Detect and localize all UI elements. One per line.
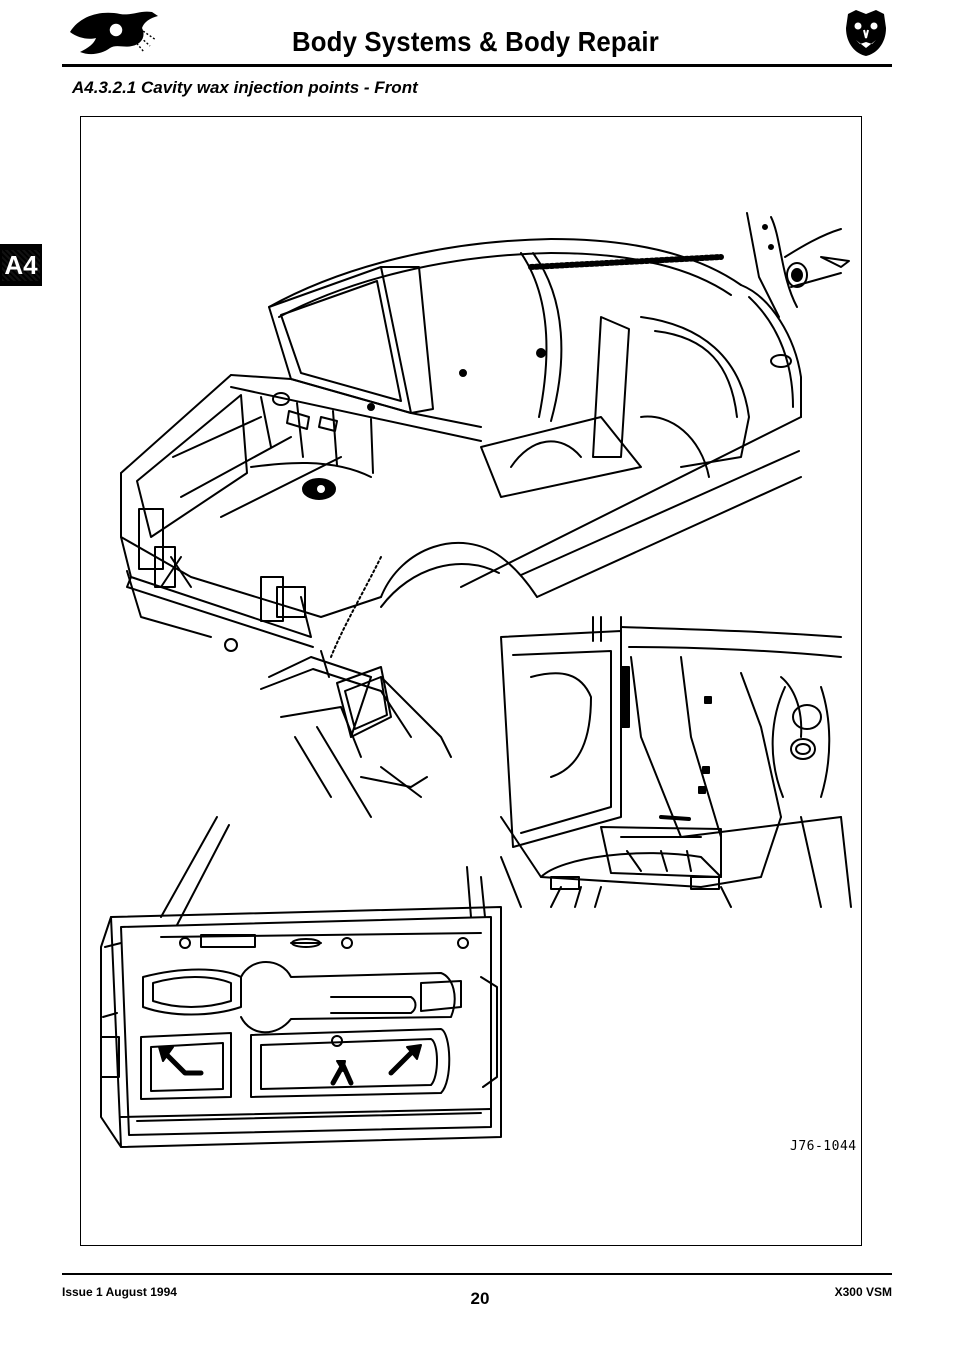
body-shell-view [120,238,802,652]
chapter-tab[interactable]: A4 [0,244,42,286]
footer-rule [62,1273,892,1275]
front-door-view [100,816,502,1148]
header-title: Body Systems & Body Repair [291,26,659,57]
page-number: 20 [470,1289,490,1308]
leaping-jaguar-icon [70,11,158,55]
issue-date: Issue 1 August 1994 [62,1285,177,1299]
header-rule [62,64,892,67]
a-pillar-detail-view [260,556,452,818]
floor-pan-view [500,616,852,908]
figure-reference: J76-1044 [790,1139,857,1154]
rear-pillar-detail [746,212,850,318]
figure-frame [80,116,862,1246]
section-title: A4.3.2.1 Cavity wax injection points - F… [72,78,418,97]
manual-code: X300 VSM [834,1285,892,1299]
page-header: Body Systems & Body Repair [60,0,890,70]
jaguar-growler-icon [846,10,886,56]
figure-illustration [100,212,852,1148]
